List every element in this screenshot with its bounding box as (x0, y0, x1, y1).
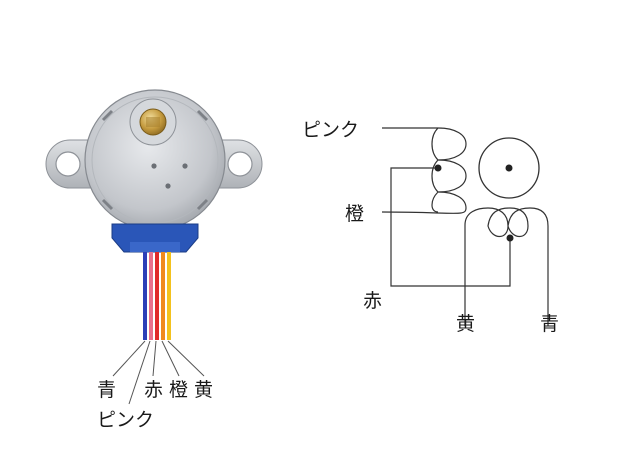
schematic-label-red: 赤 (363, 290, 382, 312)
mount-hole-left (55, 151, 81, 177)
motor-shaft (129, 98, 177, 146)
rivet (151, 163, 157, 169)
schematic-label-yellow: 黄 (456, 313, 475, 335)
photo-label-pink: ピンク (97, 409, 154, 431)
rivet (182, 163, 188, 169)
coil-b (464, 207, 549, 326)
rotor-center-dot (505, 164, 513, 172)
schematic-label-orange: 橙 (345, 203, 364, 225)
photo-label-blue: 青 (97, 379, 116, 401)
motor-illustration: 青 赤 橙 黄 ピンク (45, 89, 263, 431)
wiring-schematic: ピンク 橙 赤 黄 青 (302, 119, 559, 335)
wire-harness (143, 252, 171, 340)
coil-a (381, 127, 467, 214)
wire-connector (111, 223, 199, 253)
photo-leader-lines (112, 340, 205, 405)
coil-a-inner (431, 127, 439, 213)
rivet (165, 183, 171, 189)
photo-label-yellow: 黄 (194, 379, 213, 401)
photo-label-red: 赤 (144, 379, 163, 401)
mount-hole-right (227, 151, 253, 177)
schematic-label-blue: 青 (540, 313, 559, 335)
photo-label-orange: 橙 (169, 379, 188, 401)
motor-body (84, 89, 226, 231)
junction-dot-a (434, 164, 442, 172)
rotor-circle (478, 137, 540, 199)
schematic-label-pink: ピンク (302, 119, 359, 141)
junction-dot-b (506, 234, 514, 242)
common-wire (390, 167, 511, 287)
